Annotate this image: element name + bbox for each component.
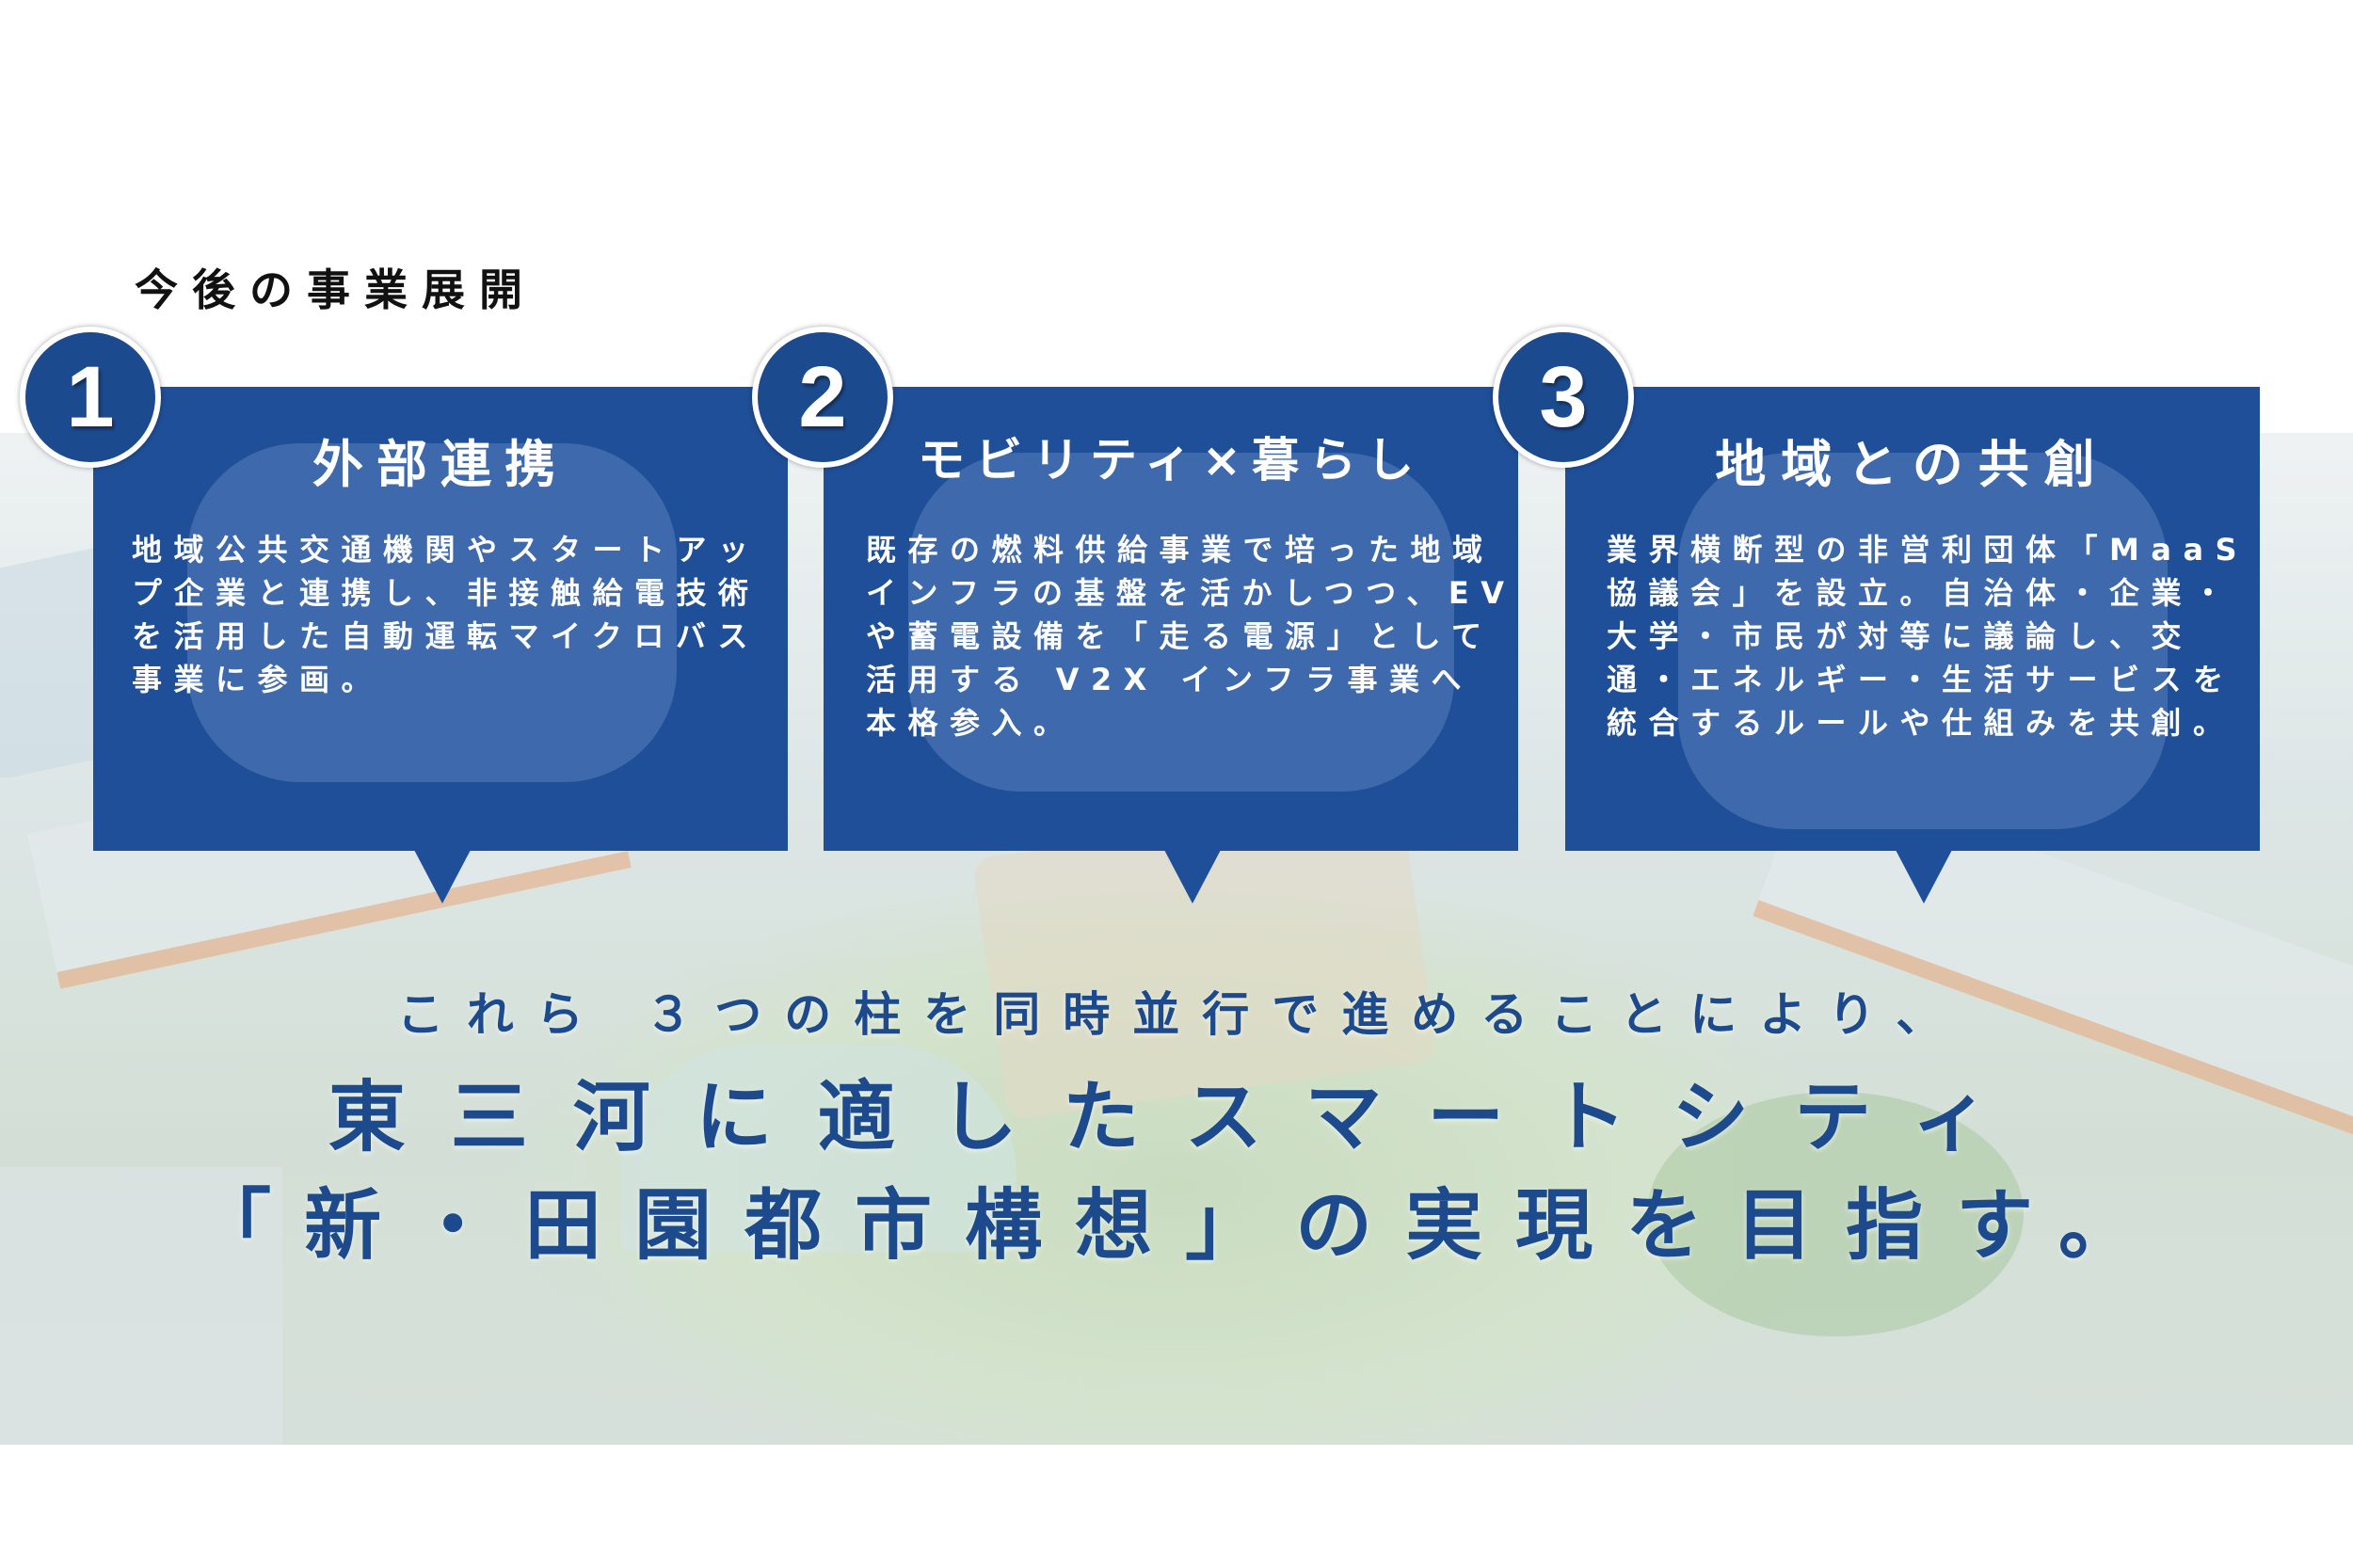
pillar-number-badge: 1	[20, 327, 161, 468]
card-pointer	[414, 850, 471, 904]
pillar-number-badge: 2	[752, 327, 893, 468]
meeting-illustration	[1678, 453, 2168, 829]
pillar-title: 外部連携	[312, 435, 568, 494]
bus-illustration	[187, 443, 677, 782]
description-line: 業界横断型の非営利団体「MaaS	[1607, 532, 2249, 568]
description-line: 事業に参画。	[132, 662, 384, 697]
description-line: 統合するルールや仕組みを共創。	[1607, 705, 2235, 741]
description-line: 既存の燃料供給事業で培った地域	[866, 532, 1495, 568]
closing-intro: これら ３つの柱を同時並行で進めることにより、	[396, 987, 1966, 1042]
pillar-card-external-partnership: 外部連携 地域公共交通機関やスタートアッ プ企業と連携し、非接触給電技術 を活用…	[93, 387, 788, 851]
description-line: プ企業と連携し、非接触給電技術	[132, 575, 760, 611]
description-line: 通・エネルギー・生活サービスを	[1607, 662, 2235, 697]
closing-headline: 東三河に適したスマートシティ	[328, 1073, 2035, 1162]
description-line: を活用した自動運転マイクロバス	[132, 618, 760, 654]
card-pointer	[1896, 850, 1952, 904]
closing-headline-vision: 「新・田園都市構想」の実現を目指す。	[194, 1181, 2169, 1271]
card-pointer	[1164, 850, 1221, 904]
description-line: 本格参入。	[866, 705, 1076, 741]
pillar-card-co-creation: 地域との共創 業界横断型の非営利団体「MaaS 協議会」を設立。自治体・企業・ …	[1565, 387, 2260, 851]
description-line: 活用する V2X インフラ事業へ	[866, 662, 1474, 697]
description-line: 大学・市民が対等に議論し、交	[1607, 618, 2194, 654]
pillar-card-mobility-living: モビリティ×暮らし 既存の燃料供給事業で培った地域 インフラの基盤を活かしつつ、…	[824, 387, 1518, 851]
description-line: や蓄電設備を「走る電源」として	[866, 618, 1494, 654]
pillar-description: 業界横断型の非営利団体「MaaS 協議会」を設立。自治体・企業・ 大学・市民が対…	[1607, 528, 2249, 744]
description-line: 協議会」を設立。自治体・企業・	[1607, 575, 2235, 611]
description-line: 地域公共交通機関やスタートアッ	[132, 532, 760, 568]
pillar-title: 地域との共創	[1715, 435, 2110, 494]
pillar-title: モビリティ×暮らし	[918, 433, 1424, 488]
page-title: 今後の事業展開	[135, 264, 536, 315]
pillar-number-badge: 3	[1493, 327, 1634, 468]
pillar-description: 地域公共交通機関やスタートアッ プ企業と連携し、非接触給電技術 を活用した自動運…	[132, 528, 760, 701]
living-room-illustration	[908, 453, 1454, 792]
pillar-description: 既存の燃料供給事業で培った地域 インフラの基盤を活かしつつ、EV や蓄電設備を「…	[866, 528, 1515, 744]
description-line: インフラの基盤を活かしつつ、EV	[866, 575, 1516, 611]
